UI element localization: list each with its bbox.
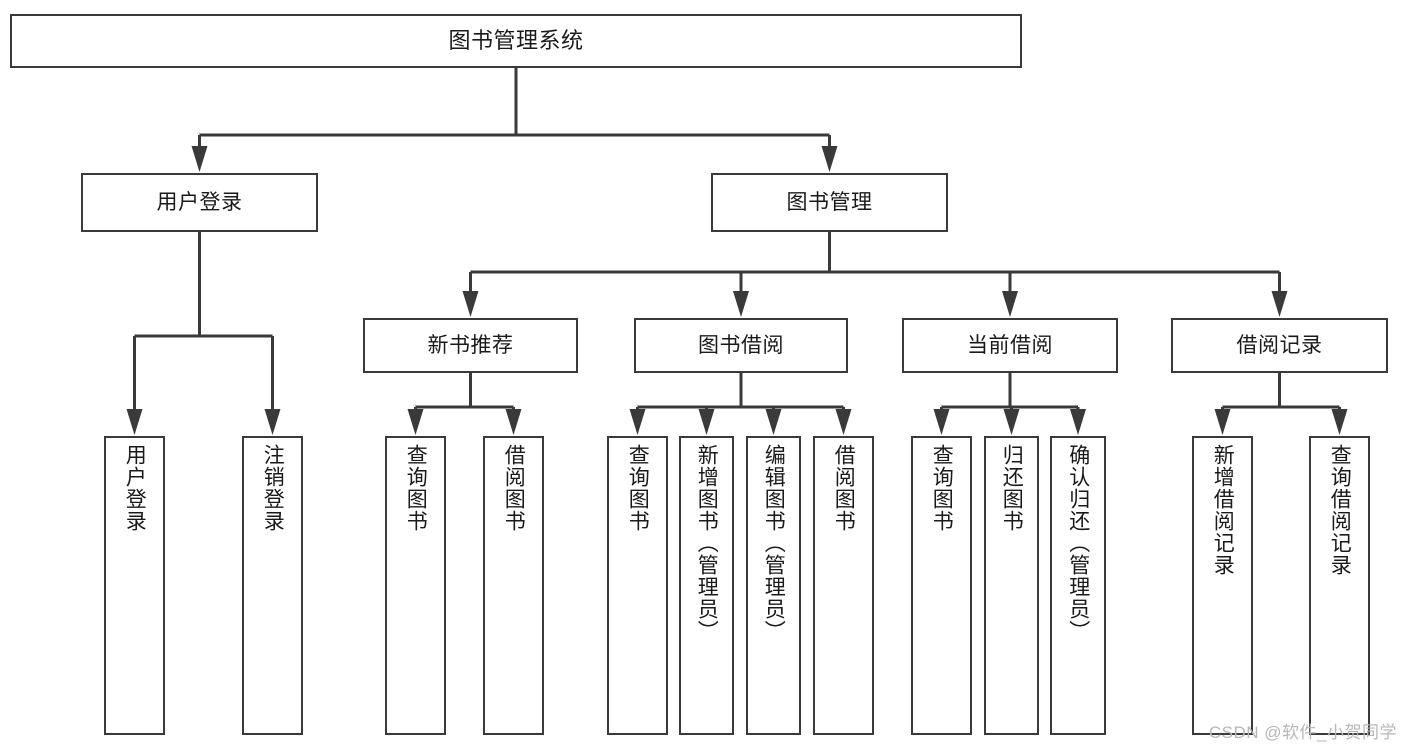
arrowhead [1214,409,1231,435]
node-leaf-confirm-return-admin[interactable]: 确认归还（管理员） [1050,436,1106,735]
node-leaf-add-borrow-record[interactable]: 新增借阅记录 [1192,436,1253,735]
arrowhead [407,409,424,435]
node-leaf-borrow-book-1[interactable]: 借阅图书 [483,436,544,735]
node-label: 图书借阅 [698,333,784,357]
arrowhead [1331,409,1348,435]
node-label: 查询借阅记录 [1328,444,1352,576]
node-leaf-user-logout[interactable]: 注销登录 [242,436,303,735]
node-leaf-query-book-3[interactable]: 查询图书 [911,436,972,735]
node-leaf-user-login[interactable]: 用户登录 [104,436,165,735]
node-label: 当前借阅 [967,333,1053,357]
arrowhead [821,146,838,172]
node-label: 编辑图书（管理员） [762,444,786,642]
arrowhead [698,409,715,435]
arrowhead [835,409,852,435]
node-leaf-query-borrow-record[interactable]: 查询借阅记录 [1309,436,1370,735]
arrowhead [1003,409,1020,435]
arrowhead [126,409,143,435]
node-label: 新书推荐 [427,333,514,357]
node-label: 借阅图书 [832,444,856,532]
node-label: 新增借阅记录 [1211,444,1235,576]
node-book-borrow[interactable]: 图书借阅 [634,318,848,373]
node-root[interactable]: 图书管理系统 [10,14,1022,68]
arrowhead [765,409,782,435]
node-leaf-return-book[interactable]: 归还图书 [984,436,1039,735]
node-label: 注销登录 [261,444,285,532]
arrowhead [264,409,281,435]
arrowhead [505,409,522,435]
node-label: 新增图书（管理员） [695,444,719,642]
node-current-borrow[interactable]: 当前借阅 [902,318,1118,373]
arrowhead [933,409,950,435]
arrowhead [462,291,479,317]
node-book-manage[interactable]: 图书管理 [711,173,948,232]
node-label: 借阅记录 [1236,333,1323,357]
arrowhead [1002,291,1018,317]
node-new-book-rec[interactable]: 新书推荐 [363,318,578,373]
node-label: 图书管理系统 [448,27,584,53]
node-leaf-edit-book-admin[interactable]: 编辑图书（管理员） [746,436,801,735]
node-label: 归还图书 [1000,444,1024,532]
arrowhead [191,146,208,172]
node-label: 用户登录 [156,190,243,214]
node-leaf-add-book-admin[interactable]: 新增图书（管理员） [679,436,734,735]
node-label: 确认归还（管理员） [1066,444,1090,642]
node-leaf-query-book-2[interactable]: 查询图书 [607,436,668,735]
node-label: 图书管理 [786,190,873,214]
node-leaf-borrow-book-2[interactable]: 借阅图书 [813,436,874,735]
node-label: 查询图书 [930,444,954,532]
arrowhead [733,291,749,317]
node-user-login[interactable]: 用户登录 [81,173,318,232]
node-label: 用户登录 [123,444,147,532]
node-label: 查询图书 [404,444,428,532]
node-leaf-query-book-1[interactable]: 查询图书 [385,436,446,735]
node-borrow-record[interactable]: 借阅记录 [1171,318,1388,373]
arrowhead [629,409,646,435]
arrowhead [1070,409,1086,435]
node-label: 借阅图书 [502,444,526,532]
arrowhead [1271,291,1288,317]
node-label: 查询图书 [626,444,650,532]
